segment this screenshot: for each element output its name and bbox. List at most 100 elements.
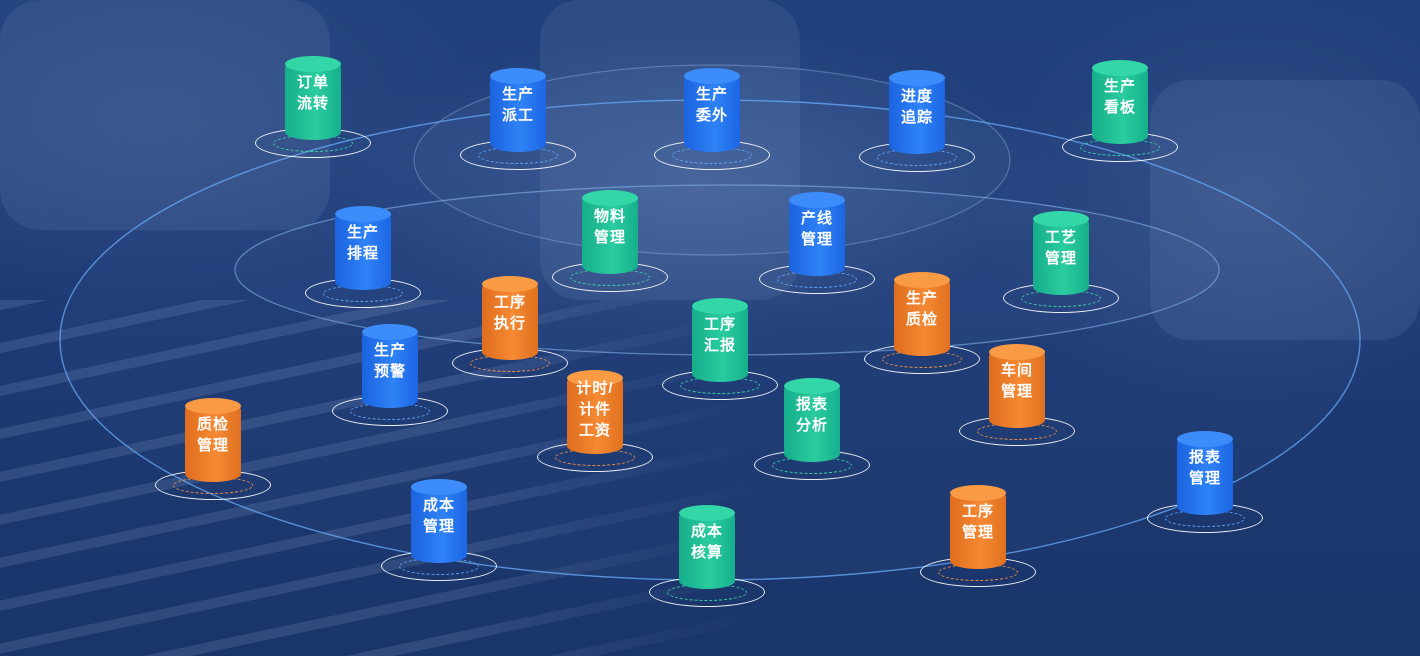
module-production-dispatch[interactable]: 生产派工 <box>458 64 578 174</box>
node-cylinder <box>894 276 950 356</box>
node-cylinder <box>889 74 945 154</box>
module-label: 产线管理 <box>781 208 853 250</box>
label-line2: 管理 <box>196 437 229 454</box>
module-label: 工序执行 <box>474 292 546 334</box>
node-cylinder-top <box>679 505 735 521</box>
module-process-report[interactable]: 工序汇报 <box>660 294 780 404</box>
module-piece-wages[interactable]: 计时/计件工资 <box>535 366 655 476</box>
label-line1: 生产 <box>1103 78 1136 95</box>
node-cylinder-top <box>692 298 748 314</box>
label-line2: 核算 <box>690 544 723 561</box>
label-line1: 进度 <box>900 88 933 105</box>
label-line1: 成本 <box>690 523 723 540</box>
node-cylinder <box>285 60 341 140</box>
module-label: 订单流转 <box>277 72 349 114</box>
node-cylinder <box>679 509 735 589</box>
node-cylinder <box>335 210 391 290</box>
module-order-flow[interactable]: 订单流转 <box>253 52 373 162</box>
label-line2: 追踪 <box>900 109 933 126</box>
module-label: 生产派工 <box>482 84 554 126</box>
module-material-management[interactable]: 物料管理 <box>550 186 670 296</box>
node-cylinder-top <box>684 68 740 84</box>
module-report-analysis[interactable]: 报表分析 <box>752 374 872 484</box>
module-production-inspection[interactable]: 生产质检 <box>862 268 982 378</box>
node-cylinder-top <box>1177 431 1233 447</box>
module-label: 报表分析 <box>776 394 848 436</box>
node-cylinder-top <box>362 324 418 340</box>
node-cylinder-top <box>894 272 950 288</box>
node-cylinder-top <box>285 56 341 72</box>
module-progress-tracking[interactable]: 进度追踪 <box>857 66 977 176</box>
label-line2: 管理 <box>800 231 833 248</box>
module-label: 生产看板 <box>1084 76 1156 118</box>
module-workshop-management[interactable]: 车间管理 <box>957 340 1077 450</box>
label-line1: 计时/ <box>576 380 614 397</box>
node-cylinder-top <box>490 68 546 84</box>
label-line1: 车间 <box>1000 362 1033 379</box>
module-production-outsourcing[interactable]: 生产委外 <box>652 64 772 174</box>
module-process-management[interactable]: 工序管理 <box>918 481 1038 591</box>
label-line1: 生产 <box>905 290 938 307</box>
label-line1: 工艺 <box>1044 229 1077 246</box>
module-production-scheduling[interactable]: 生产排程 <box>303 202 423 312</box>
node-cylinder-top <box>950 485 1006 501</box>
node-cylinder-top <box>989 344 1045 360</box>
node-cylinder <box>362 328 418 408</box>
module-label: 生产质检 <box>886 288 958 330</box>
node-cylinder <box>567 374 623 454</box>
module-label: 生产排程 <box>327 222 399 264</box>
label-line2: 计件 <box>578 401 611 418</box>
module-label: 生产委外 <box>676 84 748 126</box>
label-line2: 管理 <box>422 518 455 535</box>
label-line2: 管理 <box>961 524 994 541</box>
label-line2: 分析 <box>795 417 828 434</box>
module-quality-management[interactable]: 质检管理 <box>153 394 273 504</box>
node-cylinder <box>1033 215 1089 295</box>
node-cylinder <box>1177 435 1233 515</box>
label-line2: 预警 <box>373 363 406 380</box>
node-cylinder <box>490 72 546 152</box>
label-line2: 委外 <box>695 107 728 124</box>
node-cylinder-top <box>185 398 241 414</box>
label-line2: 管理 <box>1044 250 1077 267</box>
module-cost-management[interactable]: 成本管理 <box>379 475 499 585</box>
label-line1: 订单 <box>296 74 329 91</box>
module-label: 成本核算 <box>671 521 743 563</box>
label-line2: 看板 <box>1103 99 1136 116</box>
module-process-execution[interactable]: 工序执行 <box>450 272 570 382</box>
module-label: 质检管理 <box>177 414 249 456</box>
label-line1: 生产 <box>501 86 534 103</box>
label-line1: 报表 <box>795 396 828 413</box>
label-line1: 工序 <box>493 294 526 311</box>
module-report-management[interactable]: 报表管理 <box>1145 427 1265 537</box>
module-cost-accounting[interactable]: 成本核算 <box>647 501 767 611</box>
module-label: 计时/计件工资 <box>559 378 631 441</box>
label-line2: 派工 <box>501 107 534 124</box>
label-line2: 质检 <box>905 311 938 328</box>
node-cylinder <box>185 402 241 482</box>
node-cylinder-top <box>567 370 623 386</box>
module-production-kanban[interactable]: 生产看板 <box>1060 56 1180 166</box>
label-line2: 执行 <box>493 315 526 332</box>
module-line-management[interactable]: 产线管理 <box>757 188 877 298</box>
label-line1: 生产 <box>695 86 728 103</box>
module-label: 车间管理 <box>981 360 1053 402</box>
node-cylinder <box>482 280 538 360</box>
label-line1: 物料 <box>593 208 626 225</box>
module-production-warning[interactable]: 生产预警 <box>330 320 450 430</box>
label-line1: 工序 <box>961 503 994 520</box>
node-cylinder <box>1092 64 1148 144</box>
module-craft-management[interactable]: 工艺管理 <box>1001 207 1121 317</box>
label-line2: 管理 <box>1000 383 1033 400</box>
label-line2: 流转 <box>296 95 329 112</box>
module-label: 成本管理 <box>403 495 475 537</box>
module-label: 物料管理 <box>574 206 646 248</box>
module-label: 进度追踪 <box>881 86 953 128</box>
label-line2: 管理 <box>1188 470 1221 487</box>
module-label: 生产预警 <box>354 340 426 382</box>
node-cylinder <box>582 194 638 274</box>
label-line1: 质检 <box>196 416 229 433</box>
label-line2: 管理 <box>593 229 626 246</box>
label-line1: 报表 <box>1188 449 1221 466</box>
